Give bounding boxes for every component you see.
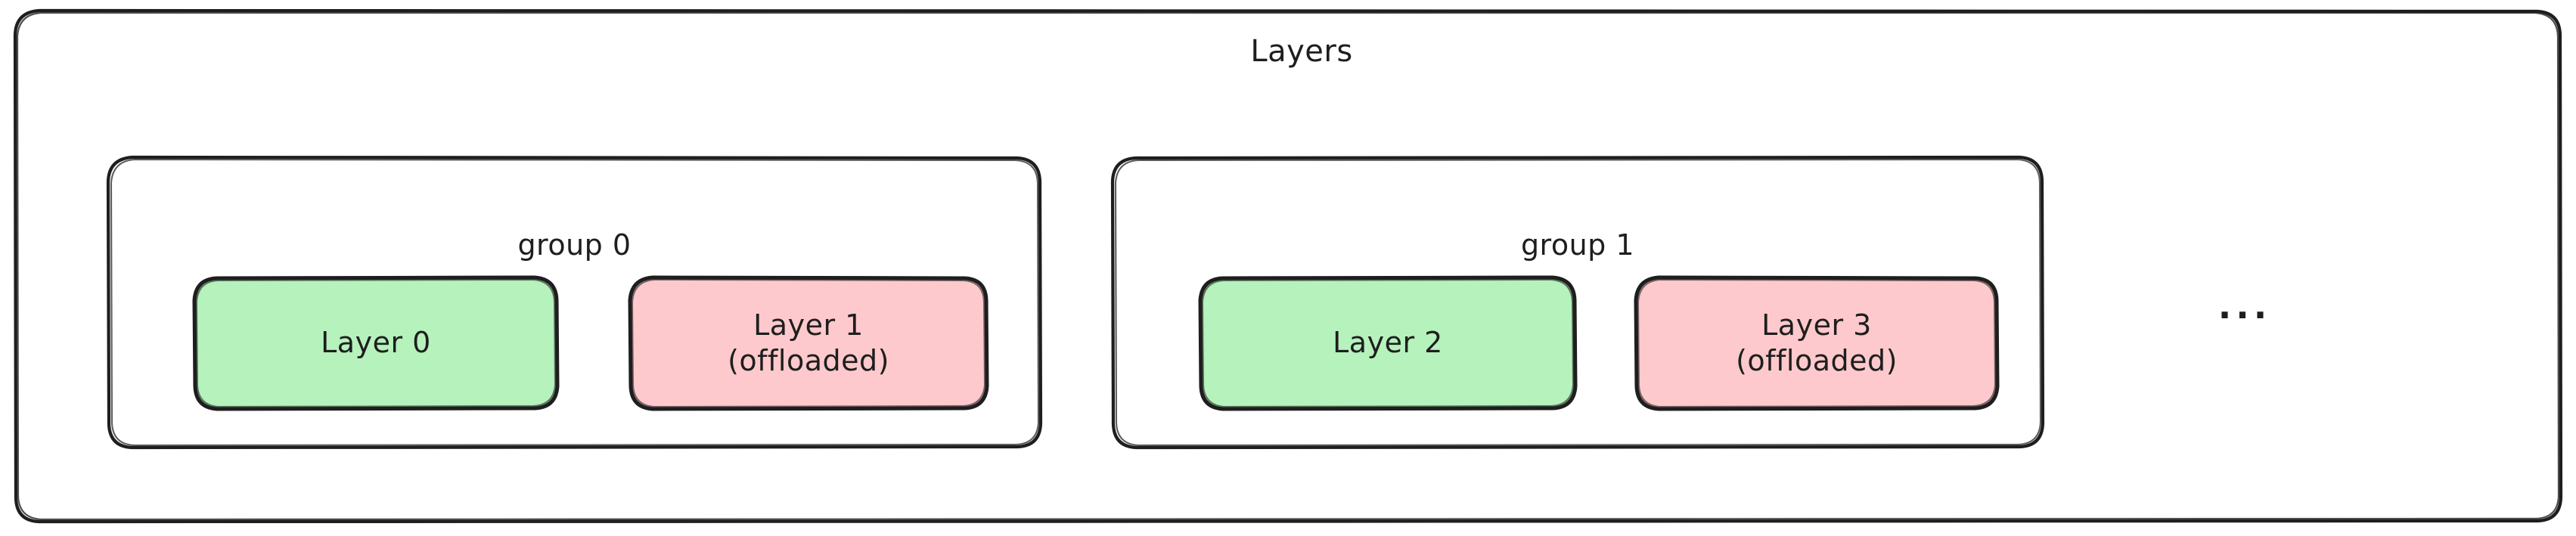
group-label-0: group 0 (517, 228, 632, 262)
layer-chip-2[interactable]: Layer 2 (1198, 275, 1578, 411)
layer-chip-1[interactable]: Layer 1 (offloaded) (628, 275, 989, 411)
group-label-1: group 1 (1520, 228, 1635, 262)
layer-chip-label-0: Layer 0 (321, 326, 431, 360)
layer-chip-label-1: Layer 1 (offloaded) (728, 308, 889, 378)
continuation-ellipsis: ... (2218, 286, 2272, 327)
layer-chip-label-3: Layer 3 (offloaded) (1736, 308, 1898, 378)
diagram-title: Layers (1250, 34, 1353, 69)
layer-chip-3[interactable]: Layer 3 (offloaded) (1634, 275, 2000, 411)
layer-chip-label-2: Layer 2 (1333, 326, 1443, 360)
layer-chip-0[interactable]: Layer 0 (192, 275, 560, 411)
